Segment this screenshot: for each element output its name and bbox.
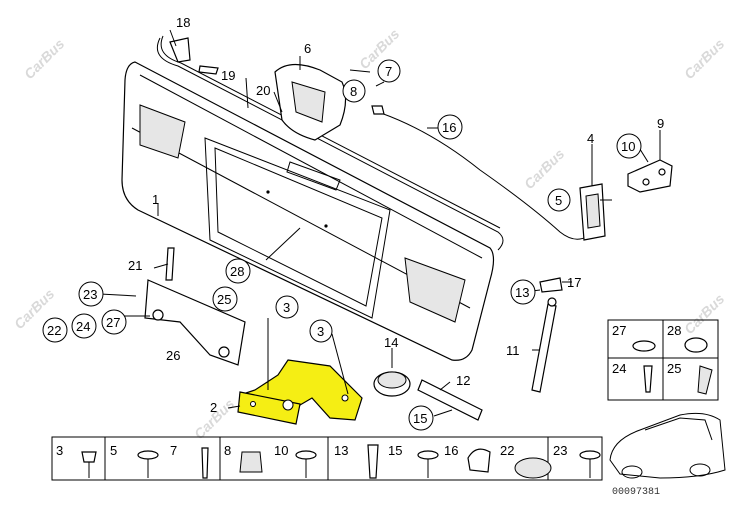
bowden-cable: [371, 105, 589, 240]
svg-text:15: 15: [388, 443, 402, 458]
callout-7: 7: [377, 59, 401, 83]
small-parts-labels: 27 28 24 25: [612, 323, 681, 376]
svg-text:18: 18: [176, 15, 190, 30]
callout-9: 9: [657, 116, 664, 131]
handle-strip: [165, 247, 175, 281]
svg-text:23: 23: [83, 287, 97, 302]
car-silhouette: [609, 412, 726, 479]
callout-20: 20: [256, 83, 270, 98]
callout-18: 18: [176, 15, 190, 30]
svg-text:5: 5: [555, 193, 562, 208]
callout-16: 16: [437, 114, 463, 140]
callout-19: 19: [221, 68, 235, 83]
svg-text:10: 10: [274, 443, 288, 458]
drawing-code: 00097381: [612, 487, 660, 498]
svg-text:25: 25: [667, 361, 681, 376]
svg-text:19: 19: [221, 68, 235, 83]
watermark: CarBus: [21, 35, 68, 82]
svg-text:7: 7: [170, 443, 177, 458]
callout-25: 25: [212, 286, 238, 312]
watermark: CarBus: [681, 290, 728, 337]
lamp-housing: [274, 63, 347, 141]
callout-3b: 3: [309, 319, 333, 343]
callout-layer: 1 2 3 3 4 5 6 7 8 9 10 11 12 13 14 15 16…: [42, 15, 664, 431]
highlighted-bracket: [237, 359, 363, 425]
svg-text:3: 3: [317, 324, 324, 339]
bushing: [373, 371, 411, 397]
svg-text:24: 24: [76, 319, 90, 334]
fastener-labels: 3 5 7 8 10 13 15 16 22 23: [56, 443, 567, 458]
svg-text:14: 14: [384, 335, 398, 350]
svg-text:22: 22: [500, 443, 514, 458]
seal-strip: [156, 35, 504, 251]
callout-28: 28: [225, 258, 251, 284]
svg-text:8: 8: [350, 84, 357, 99]
svg-text:7: 7: [385, 64, 392, 79]
callout-21: 21: [128, 258, 142, 273]
svg-text:11: 11: [506, 343, 520, 358]
svg-text:13: 13: [515, 285, 529, 300]
svg-text:25: 25: [217, 292, 231, 307]
strut-bracket: [539, 277, 563, 293]
svg-text:2: 2: [210, 400, 217, 415]
license-plate-bracket: [144, 279, 246, 366]
callout-6: 6: [304, 41, 311, 56]
svg-text:16: 16: [444, 443, 458, 458]
callout-23: 23: [78, 281, 104, 307]
callout-13: 13: [510, 279, 536, 305]
svg-text:5: 5: [110, 443, 117, 458]
svg-text:10: 10: [621, 139, 635, 154]
tailgate-panel: [121, 61, 495, 361]
svg-text:3: 3: [283, 300, 290, 315]
watermark: CarBus: [681, 35, 728, 82]
hinge-assembly: [627, 159, 673, 193]
callout-11: 11: [506, 343, 520, 358]
lock-assembly: [579, 183, 606, 241]
callout-2: 2: [210, 400, 217, 415]
svg-text:4: 4: [587, 131, 594, 146]
svg-text:13: 13: [334, 443, 348, 458]
svg-text:9: 9: [657, 116, 664, 131]
svg-text:24: 24: [612, 361, 626, 376]
callout-8: 8: [342, 79, 366, 103]
svg-text:15: 15: [413, 411, 427, 426]
watermark: CarBus: [521, 145, 568, 192]
callout-17: 17: [567, 275, 581, 290]
svg-text:22: 22: [47, 323, 61, 338]
svg-text:6: 6: [304, 41, 311, 56]
highlighted-bracket-plate: [237, 391, 301, 425]
svg-text:27: 27: [612, 323, 626, 338]
svg-text:23: 23: [553, 443, 567, 458]
gas-strut: [531, 297, 557, 393]
guide-rail: [417, 379, 483, 421]
fastener-row: [51, 436, 603, 481]
callout-27: 27: [101, 309, 127, 335]
callout-22: 22: [42, 317, 68, 343]
callout-26: 26: [166, 348, 180, 363]
callout-5: 5: [547, 188, 571, 212]
callout-24: 24: [71, 313, 97, 339]
svg-text:27: 27: [106, 315, 120, 330]
callout-3a: 3: [275, 295, 299, 319]
callout-15: 15: [408, 405, 434, 431]
svg-text:26: 26: [166, 348, 180, 363]
svg-text:21: 21: [128, 258, 142, 273]
svg-text:28: 28: [667, 323, 681, 338]
callout-14: 14: [384, 335, 398, 350]
svg-text:8: 8: [224, 443, 231, 458]
svg-text:3: 3: [56, 443, 63, 458]
svg-text:20: 20: [256, 83, 270, 98]
svg-text:17: 17: [567, 275, 581, 290]
callout-10: 10: [616, 133, 642, 159]
svg-text:16: 16: [442, 120, 456, 135]
callout-12: 12: [456, 373, 470, 388]
svg-text:12: 12: [456, 373, 470, 388]
callout-4: 4: [587, 131, 594, 146]
small-parts-grid: [607, 319, 719, 401]
leader-lines: [99, 29, 661, 417]
svg-text:1: 1: [152, 192, 159, 207]
callout-1: 1: [152, 192, 159, 207]
svg-text:28: 28: [230, 264, 244, 279]
